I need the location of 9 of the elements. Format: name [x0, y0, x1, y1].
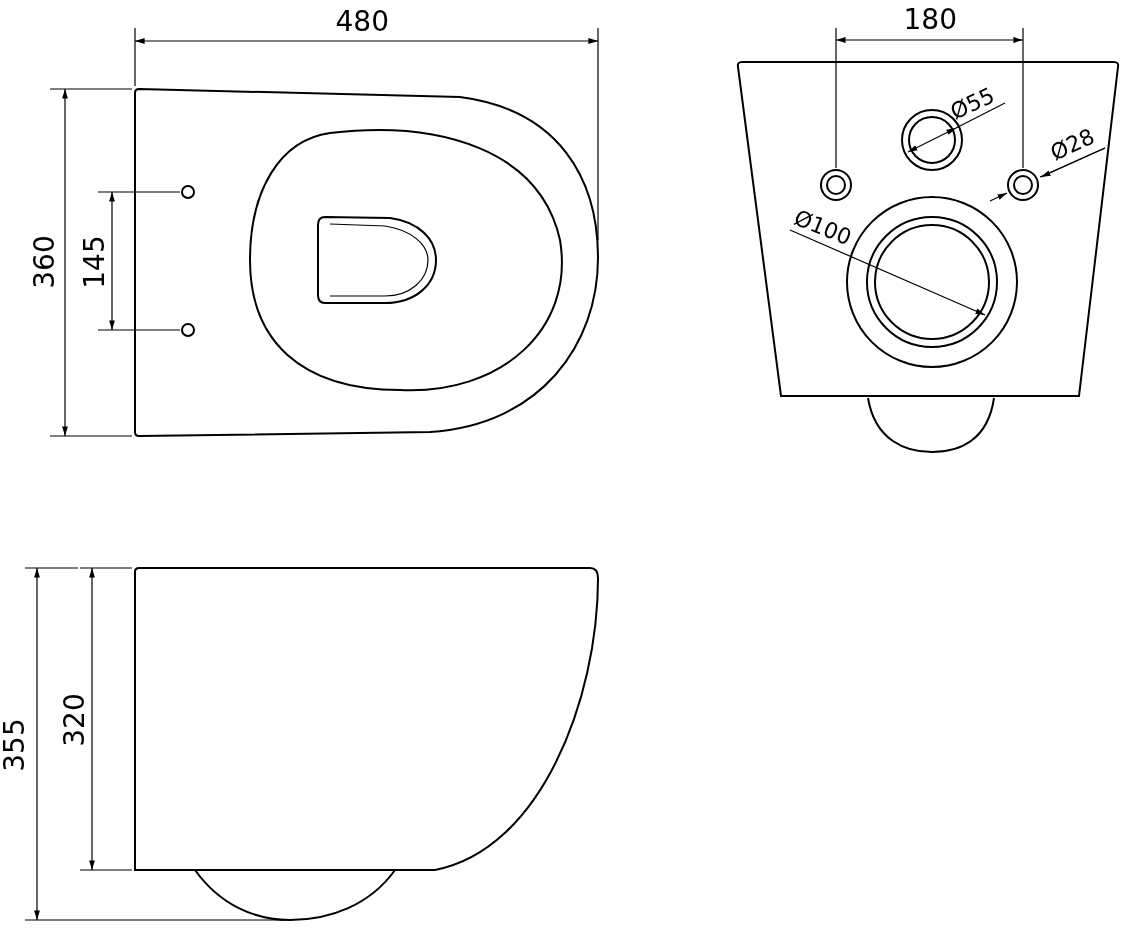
- dimension-label: 180: [903, 6, 957, 34]
- dimension-label: Ø28: [1046, 125, 1098, 165]
- dimension-label: 355: [0, 718, 29, 772]
- dimension-label: 480: [335, 8, 389, 36]
- dimension-label: 360: [30, 235, 59, 289]
- dimension-label: 145: [80, 235, 109, 289]
- dimension-label: Ø55: [946, 84, 998, 124]
- dimension-label: 320: [60, 693, 89, 747]
- dimension-label: Ø100: [790, 206, 854, 250]
